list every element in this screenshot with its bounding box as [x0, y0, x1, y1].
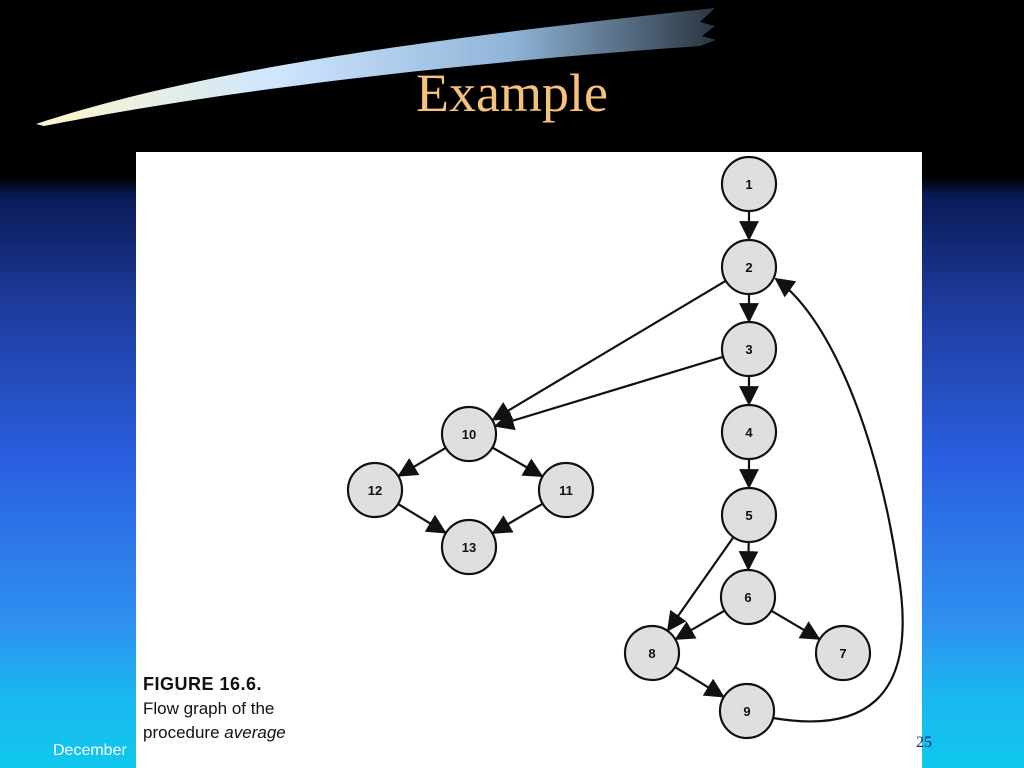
node-2: 2 [720, 238, 778, 296]
node-label: 8 [648, 646, 655, 661]
node-texture [724, 159, 774, 209]
node-11: 11 [537, 461, 595, 519]
node-7: 7 [814, 624, 872, 682]
node-12: 12 [346, 461, 404, 519]
node-label: 13 [462, 540, 476, 555]
footer-date: December [53, 742, 127, 759]
edge-6-7 [770, 609, 821, 640]
edge-12-13 [397, 503, 447, 534]
node-label: 5 [745, 508, 752, 523]
node-texture [818, 628, 868, 678]
edge-9-2 [772, 277, 904, 723]
node-texture [444, 522, 494, 572]
node-label: 1 [745, 177, 752, 192]
node-texture [444, 409, 494, 459]
caption-line-2-prefix: procedure [143, 723, 220, 742]
node-9: 9 [718, 682, 776, 740]
node-texture [724, 324, 774, 374]
edge-5-8 [666, 536, 735, 632]
edge-10-12 [397, 446, 447, 477]
edge-6-8 [674, 609, 726, 640]
node-label: 9 [743, 704, 750, 719]
node-texture [541, 465, 591, 515]
edge-10-11 [491, 446, 544, 477]
node-label: 6 [744, 590, 751, 605]
node-label: 11 [559, 483, 573, 498]
node-texture [724, 407, 774, 457]
edge-11-13 [491, 502, 544, 534]
node-8: 8 [623, 624, 681, 682]
edge-2-10 [491, 279, 727, 421]
edges-layer [397, 211, 904, 723]
node-texture [627, 628, 677, 678]
node-label: 2 [745, 260, 752, 275]
node-10: 10 [440, 405, 498, 463]
node-texture [724, 490, 774, 540]
node-label: 10 [462, 427, 476, 442]
slide-page-number: 25 [916, 734, 932, 751]
edge-8-9 [674, 666, 725, 698]
node-label: 7 [839, 646, 846, 661]
caption-title: FIGURE 16.6. [143, 674, 263, 694]
node-6: 6 [719, 568, 777, 626]
node-13: 13 [440, 518, 498, 576]
node-label: 4 [745, 425, 753, 440]
node-texture [723, 572, 773, 622]
decorative-swoosh [36, 8, 716, 126]
node-texture [724, 242, 774, 292]
node-4: 4 [720, 403, 778, 461]
node-texture [350, 465, 400, 515]
figure-caption: FIGURE 16.6. Flow graph of the procedure… [143, 672, 286, 745]
node-texture [722, 686, 772, 736]
node-label: 3 [745, 342, 752, 357]
caption-line-1: Flow graph of the [143, 699, 275, 718]
caption-line-2-emphasis: average [224, 723, 286, 742]
node-3: 3 [720, 320, 778, 378]
slide-title: Example [416, 63, 608, 123]
node-label: 12 [368, 483, 382, 498]
edge-3-10 [493, 355, 724, 431]
node-1: 1 [720, 155, 778, 213]
caption-line-2: procedure average [143, 723, 286, 742]
node-5: 5 [720, 486, 778, 544]
